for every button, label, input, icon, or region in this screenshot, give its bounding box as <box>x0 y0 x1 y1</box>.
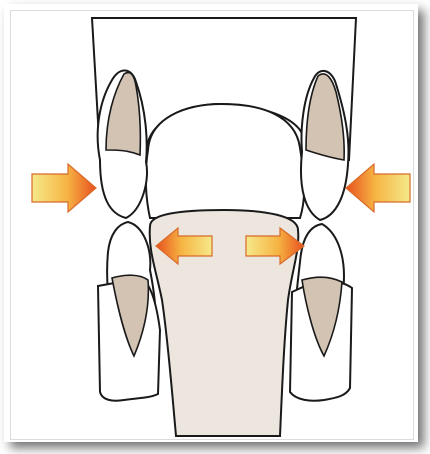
palate-outline <box>146 104 304 218</box>
left-outer-arrow <box>32 164 96 212</box>
right-outer-arrow <box>346 164 410 212</box>
